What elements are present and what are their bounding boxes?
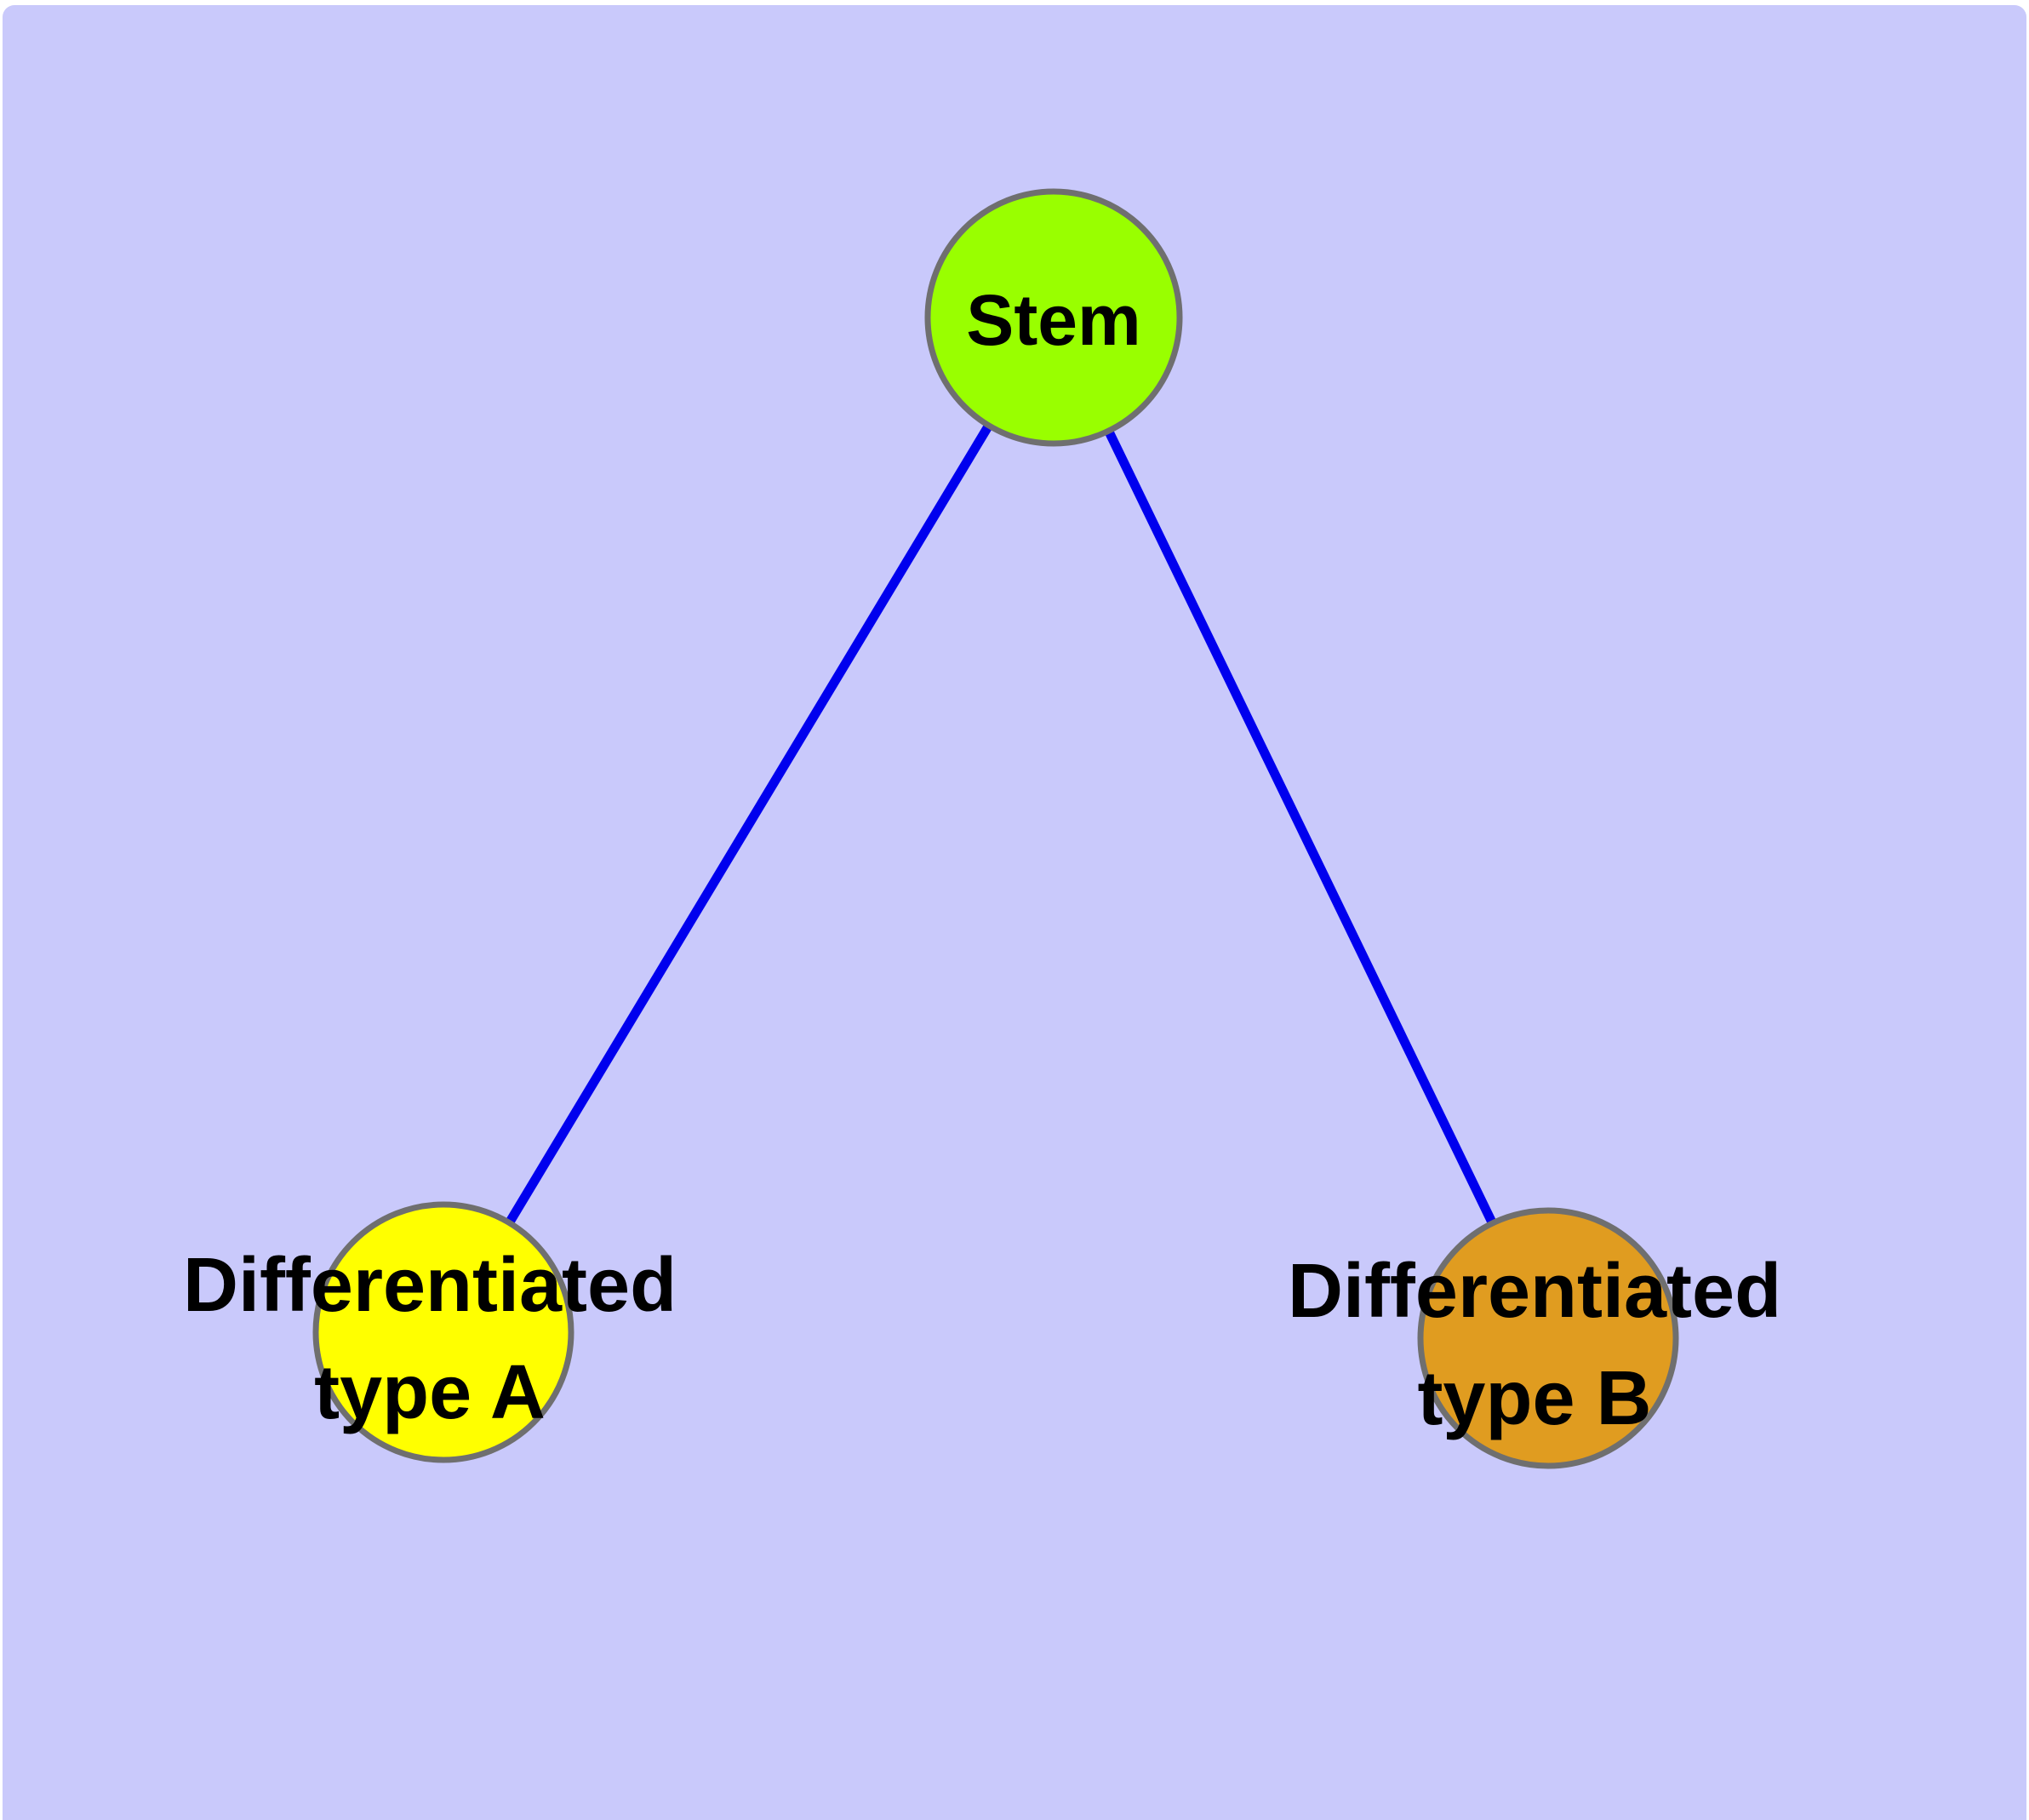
node-label-type-b: Differentiated type B — [1288, 1238, 1781, 1452]
node-label-type-a: Differentiated type A — [183, 1232, 677, 1446]
node-type-b-circle — [1417, 1207, 1679, 1469]
node-type-a-circle — [312, 1201, 574, 1463]
node-label-type-a-line1: Differentiated — [182, 1243, 677, 1328]
edge-stem-to-type-a — [438, 312, 1059, 1337]
node-label-type-b-line2: type B — [1417, 1356, 1652, 1441]
node-label-stem: Stem — [966, 280, 1141, 361]
node-stem-circle — [924, 188, 1183, 447]
node-label-type-b-line1: Differentiated — [1287, 1249, 1782, 1334]
node-label-type-a-line2: type A — [314, 1350, 546, 1435]
edge-stem-to-type-b — [1049, 312, 1553, 1343]
